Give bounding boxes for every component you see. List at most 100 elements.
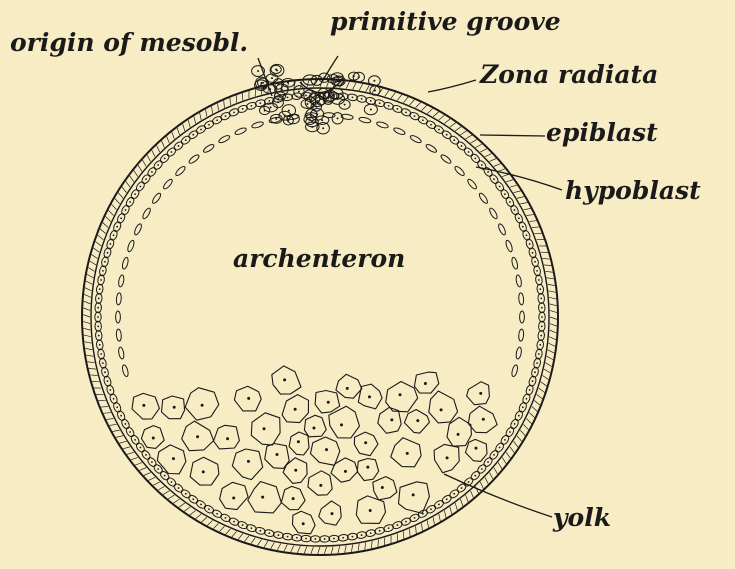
zona-striation [529, 221, 536, 222]
yolk-cell-nucleus [247, 460, 250, 463]
zona-striation [471, 139, 477, 143]
zona-striation [194, 116, 196, 123]
epiblast-nucleus [514, 209, 516, 211]
zona-striation [105, 216, 110, 221]
zona-outer-ring [82, 79, 558, 555]
epiblast-nucleus [474, 157, 476, 159]
zona-striation [550, 304, 557, 306]
zona-striation [213, 523, 218, 528]
hypoblast-cell [478, 192, 489, 205]
leader-zona-radiata [428, 80, 476, 92]
epiblast-nucleus [514, 423, 516, 425]
zona-striation [139, 468, 146, 471]
zona-striation [489, 473, 493, 479]
epiblast-nucleus [453, 139, 455, 141]
hypoblast-cell [188, 153, 200, 164]
epiblast-nucleus [532, 380, 534, 382]
yolk-cell-nucleus [479, 392, 482, 395]
zona-striation [513, 191, 520, 193]
yolk-cell-nucleus [152, 437, 155, 440]
hypoblast-cell [454, 165, 466, 177]
yolk-cell [391, 438, 421, 467]
yolk-cell [467, 382, 490, 405]
epiblast-nucleus [99, 288, 101, 290]
epiblast-nucleus [324, 538, 326, 540]
epiblast-nucleus [151, 171, 153, 173]
hypoblast-cell [515, 347, 522, 360]
yolk-cell-nucleus [172, 457, 175, 460]
epiblast-nucleus [192, 498, 194, 500]
hypoblast-cell [511, 257, 519, 270]
epiblast-nucleus [164, 157, 166, 159]
epiblast-nucleus [125, 209, 127, 211]
epiblast-nucleus [97, 307, 99, 309]
epiblast-nucleus [414, 517, 416, 519]
zona-striation [351, 545, 352, 552]
streak-nucleus [271, 77, 273, 79]
zona-striation [147, 155, 151, 161]
yolk-cell-nucleus [276, 453, 279, 456]
zona-striation [537, 394, 543, 399]
yolk-cell [329, 406, 360, 438]
epiblast-nucleus [134, 439, 136, 441]
zona-striation [84, 342, 91, 344]
zona-striation [206, 109, 207, 116]
yolk-cell-nucleus [331, 512, 334, 515]
epiblast-nucleus [120, 415, 122, 417]
hypoblast-cell [488, 207, 498, 220]
zona-striation [103, 413, 110, 414]
zona-striation [460, 499, 462, 506]
epiblast-nucleus [104, 371, 106, 373]
epiblast-nucleus [200, 129, 202, 131]
yolk-cell [465, 439, 487, 461]
streak-nucleus [277, 101, 279, 103]
zona-striation [371, 541, 372, 548]
epiblast-nucleus [361, 98, 363, 100]
epiblast-nucleus [185, 139, 187, 141]
epiblast-nucleus [139, 186, 141, 188]
epiblast-nucleus [518, 415, 520, 417]
zona-striation [142, 160, 146, 166]
yolk-cell-nucleus [344, 470, 347, 473]
zona-striation [257, 539, 261, 545]
hypoblast-cell [520, 311, 525, 323]
epiblast-nucleus [129, 431, 131, 433]
zona-striation [95, 242, 101, 246]
zona-striation [544, 265, 551, 266]
zona-striation [84, 335, 91, 337]
zona-striation [168, 495, 174, 499]
zona-striation [112, 430, 119, 431]
epiblast-nucleus [100, 279, 102, 281]
yolk-cell-nucleus [366, 466, 369, 469]
epiblast-nucleus [342, 537, 344, 539]
epiblast-nucleus [461, 487, 463, 489]
label-primitive-groove: primitive groove [330, 9, 561, 34]
epiblast-nucleus [474, 475, 476, 477]
zona-striation [547, 278, 554, 279]
yolk-cell-nucleus [340, 423, 343, 426]
epiblast-nucleus [107, 380, 109, 382]
zona-striation [103, 223, 109, 228]
epiblast-nucleus [539, 344, 541, 346]
epiblast-nucleus [216, 513, 218, 515]
zona-striation [545, 271, 552, 272]
yolk-cell-nucleus [369, 509, 372, 512]
streak-nucleus [336, 93, 338, 95]
zona-striation [494, 164, 501, 167]
epiblast-nucleus [461, 145, 463, 147]
zona-striation [433, 112, 438, 117]
yolk-cell-nucleus [232, 496, 235, 499]
yolk-cell-nucleus [424, 382, 427, 385]
label-epiblast: epiblast [546, 120, 658, 145]
hypoblast-cell [174, 165, 186, 177]
epiblast-nucleus [526, 234, 528, 236]
epiblast-nucleus [208, 508, 210, 510]
zona-striation [90, 375, 97, 376]
zona-striation [87, 362, 94, 363]
epiblast-nucleus [125, 423, 127, 425]
epiblast-nucleus [242, 524, 244, 526]
zona-striation [130, 176, 134, 182]
label-zona-radiata: Zona radiata [480, 62, 658, 87]
zona-striation [366, 85, 370, 91]
yolk-cell-nucleus [368, 395, 371, 398]
